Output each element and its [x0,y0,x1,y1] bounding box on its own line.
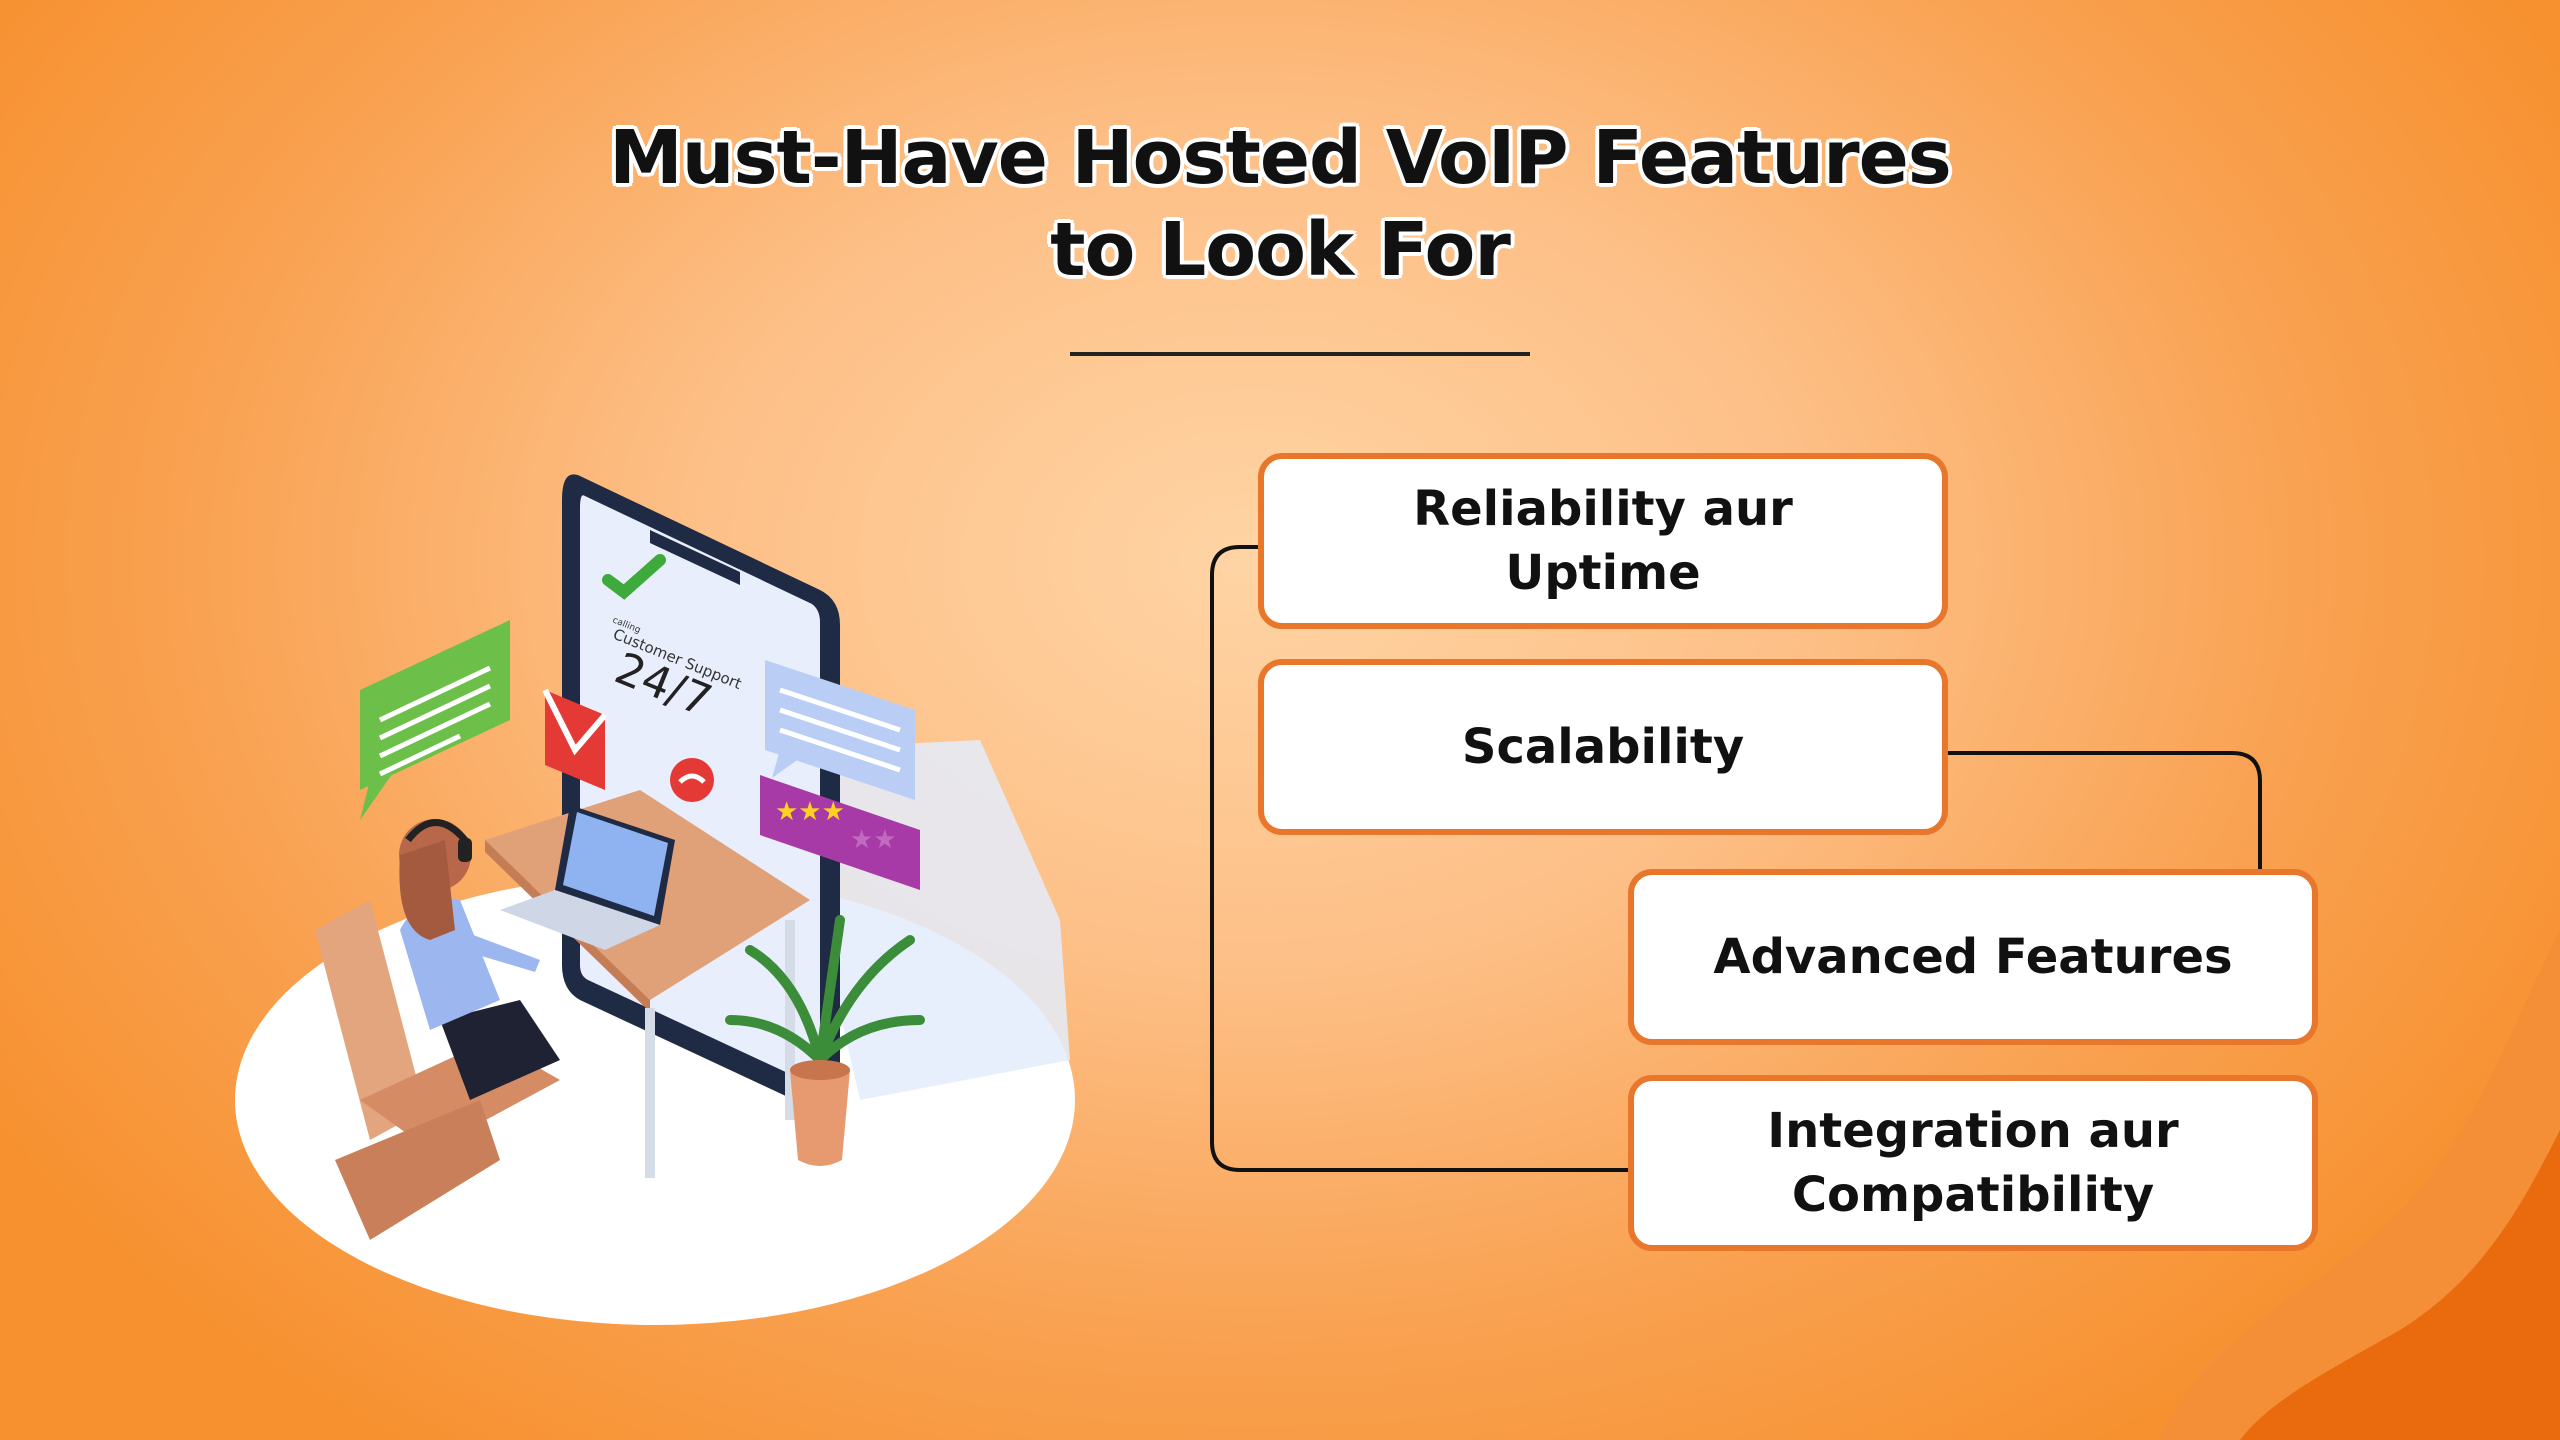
person-legs [440,1000,560,1100]
connector-reliability-integration [1210,545,1676,1172]
title-line-2: to Look For [1050,207,1511,293]
feature-card-scalability: Scalability [1258,659,1948,835]
svg-text:★★★: ★★★ [775,797,845,827]
title-divider [1070,352,1530,356]
feature-label-line-1: Reliability aur [1413,481,1793,537]
feature-card-integration: Integration aur Compatibility [1628,1075,2318,1251]
plant-icon [725,915,925,1166]
desk-leg [645,1008,655,1178]
feature-label-line-2: Compatibility [1791,1167,2155,1223]
feature-card-reliability: Reliability aur Uptime [1258,453,1948,629]
message-bubble-icon [765,660,915,800]
svg-text:★★: ★★ [850,825,897,855]
chair-back [315,900,425,1140]
check-icon [602,554,666,600]
person-arm [455,930,540,972]
chair-base [335,1100,500,1240]
feature-label-line-1: Integration aur [1767,1103,2179,1159]
phone-notch [650,530,740,585]
desk-leg-2 [785,920,795,1120]
feature-card-advanced-features: Advanced Features [1628,869,2318,1045]
star-rating-icon: ★★★ ★★ [760,775,920,890]
person-hair [399,840,455,940]
feature-label-line-1: Scalability [1461,719,1745,775]
headset-icon [405,819,468,843]
chat-bubble-icon [360,620,510,820]
feature-label-line-1: Advanced Features [1713,929,2233,985]
page-title: Must-Have Hosted VoIP Features to Look F… [0,112,2560,296]
connector-scalability-advanced [1906,751,2262,900]
support-agent-illustration: calling Customer Support 24/7 ★★★ ★★ [235,474,1075,1325]
hang-up-icon [670,758,714,802]
mail-icon [542,688,608,790]
feature-label-line-2: Uptime [1505,545,1701,601]
laptop-base [500,890,660,950]
title-line-1: Must-Have Hosted VoIP Features [609,115,1952,201]
